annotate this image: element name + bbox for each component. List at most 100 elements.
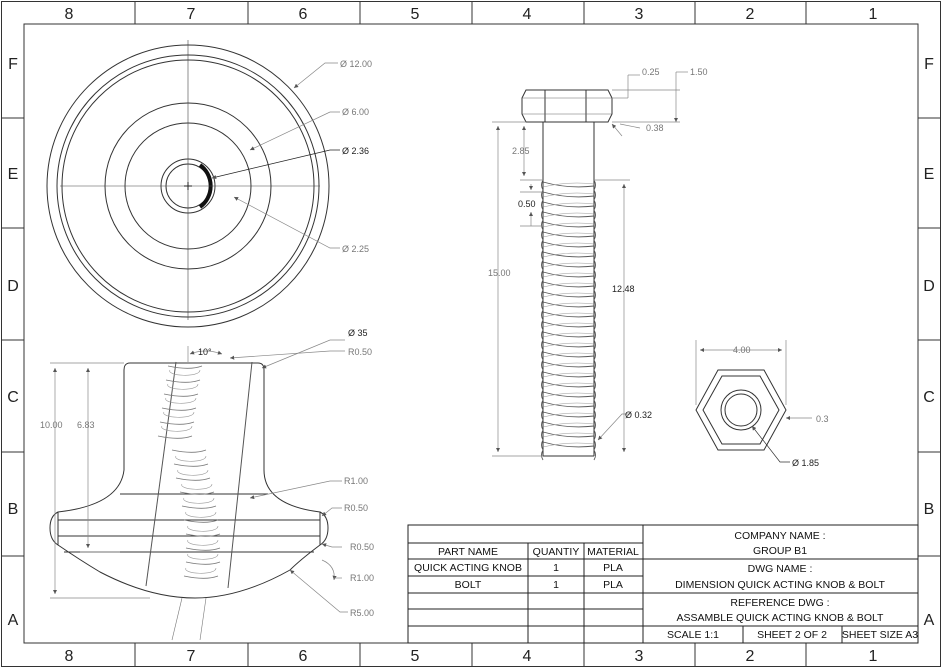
thread-root: [542, 302, 595, 308]
thread-crest: [542, 361, 595, 368]
thread-crest: [542, 391, 595, 398]
company-name: GROUP B1: [753, 545, 807, 557]
thread-crest: [542, 181, 595, 188]
thread-root: [542, 192, 595, 198]
thread-edge: [541, 219, 544, 231]
row-label: C: [7, 389, 19, 406]
thread-edge: [593, 219, 596, 231]
header-quantity: QUANTIY: [533, 546, 580, 558]
col-label: 7: [187, 6, 196, 23]
thread-crest: [542, 291, 595, 298]
column-labels: 8 7 6 5 4 3 2 1 8 7 6 5 4 3 2 1: [65, 6, 878, 665]
thread-edge: [593, 369, 596, 381]
thread-edge: [593, 259, 596, 271]
thread-root: [542, 262, 595, 268]
dim-r500: R5.00: [350, 608, 374, 618]
row-quantity: 1: [553, 579, 559, 591]
thread-root: [542, 272, 595, 278]
thread-root: [542, 342, 595, 348]
thread-edge: [541, 339, 544, 351]
bolt-hex-dims: [695, 340, 812, 463]
thread-crest: [542, 341, 595, 348]
thread-edge: [541, 249, 544, 261]
thread-edge: [593, 419, 596, 431]
thread-crest: [542, 301, 595, 308]
ref-dwg: ASSAMBLE QUICK ACTING KNOB & BOLT: [677, 612, 885, 624]
thread-crest: [542, 401, 595, 408]
thread-edge: [593, 189, 596, 201]
thread-root: [542, 402, 595, 408]
company-name-label: COMPANY NAME :: [734, 530, 825, 542]
dim-angle10: 10°: [198, 347, 212, 357]
thread-root: [542, 232, 595, 238]
dim-h185: Ø 1.85: [792, 458, 819, 468]
dim-d12: Ø 12.00: [340, 59, 372, 69]
thread-crest: [542, 271, 595, 278]
thread-edge: [593, 209, 596, 221]
title-block-text: PART NAME QUANTIY MATERIAL QUICK ACTING …: [414, 530, 918, 641]
thread-edge: [541, 449, 544, 461]
scale: SCALE 1:1: [667, 629, 719, 641]
bolt-dims: [492, 71, 688, 457]
thread-edge: [593, 229, 596, 241]
thread-root: [542, 292, 595, 298]
thread-root: [542, 222, 595, 228]
thread-edge: [541, 389, 544, 401]
thread-edge: [593, 359, 596, 371]
dim-b150: 1.50: [690, 67, 708, 77]
row-quantity: 1: [553, 562, 559, 574]
col-label: 5: [411, 648, 420, 665]
thread-crest: [542, 211, 595, 218]
thread-crest: [542, 191, 595, 198]
thread-root: [542, 252, 595, 258]
thread-edge: [541, 199, 544, 211]
row-label: B: [924, 501, 935, 518]
thread-edge: [541, 289, 544, 301]
col-label: 3: [635, 648, 644, 665]
thread-crest: [542, 321, 595, 328]
thread-edge: [593, 239, 596, 251]
col-label: 3: [635, 6, 644, 23]
thread-edge: [541, 259, 544, 271]
col-label: 6: [299, 648, 308, 665]
thread-edge: [541, 179, 544, 191]
row-label: C: [923, 389, 935, 406]
row-label: A: [924, 612, 935, 629]
thread-edge: [593, 409, 596, 421]
thread-crest: [542, 201, 595, 208]
thread-edge: [593, 179, 596, 191]
dim-d35: Ø 35: [348, 328, 368, 338]
thread-edge: [541, 309, 544, 321]
thread-crest: [542, 281, 595, 288]
thread-edge: [593, 269, 596, 281]
dim-d6: Ø 6.00: [342, 107, 369, 117]
bolt-hex-view: [695, 369, 787, 451]
thread-edge: [593, 449, 596, 461]
thread-edge: [541, 369, 544, 381]
thread-edge: [541, 399, 544, 411]
thread-edge: [593, 439, 596, 451]
thread-crest: [542, 441, 595, 448]
thread-root: [542, 202, 595, 208]
col-label: 5: [411, 6, 420, 23]
col-label: 6: [299, 6, 308, 23]
row-label: F: [924, 56, 934, 73]
dim-r100a: R1.00: [344, 476, 368, 486]
thread-edge: [541, 349, 544, 361]
dim-b1500: 15.00: [488, 268, 511, 278]
dim-b285: 2.85: [512, 146, 530, 156]
thread-edge: [593, 199, 596, 211]
col-label: 1: [869, 6, 878, 23]
thread-root: [542, 442, 595, 448]
thread-edge: [593, 289, 596, 301]
thread-edge: [541, 319, 544, 331]
col-label: 2: [746, 648, 755, 665]
dim-r050b: R0.50: [344, 503, 368, 513]
thread-edge: [593, 299, 596, 311]
row-part-name: BOLT: [455, 579, 482, 591]
thread-root: [542, 182, 595, 188]
sheet-number: SHEET 2 OF 2: [757, 629, 827, 641]
thread-crest: [542, 221, 595, 228]
bolt-front-view: [521, 89, 613, 457]
thread-edge: [593, 329, 596, 341]
